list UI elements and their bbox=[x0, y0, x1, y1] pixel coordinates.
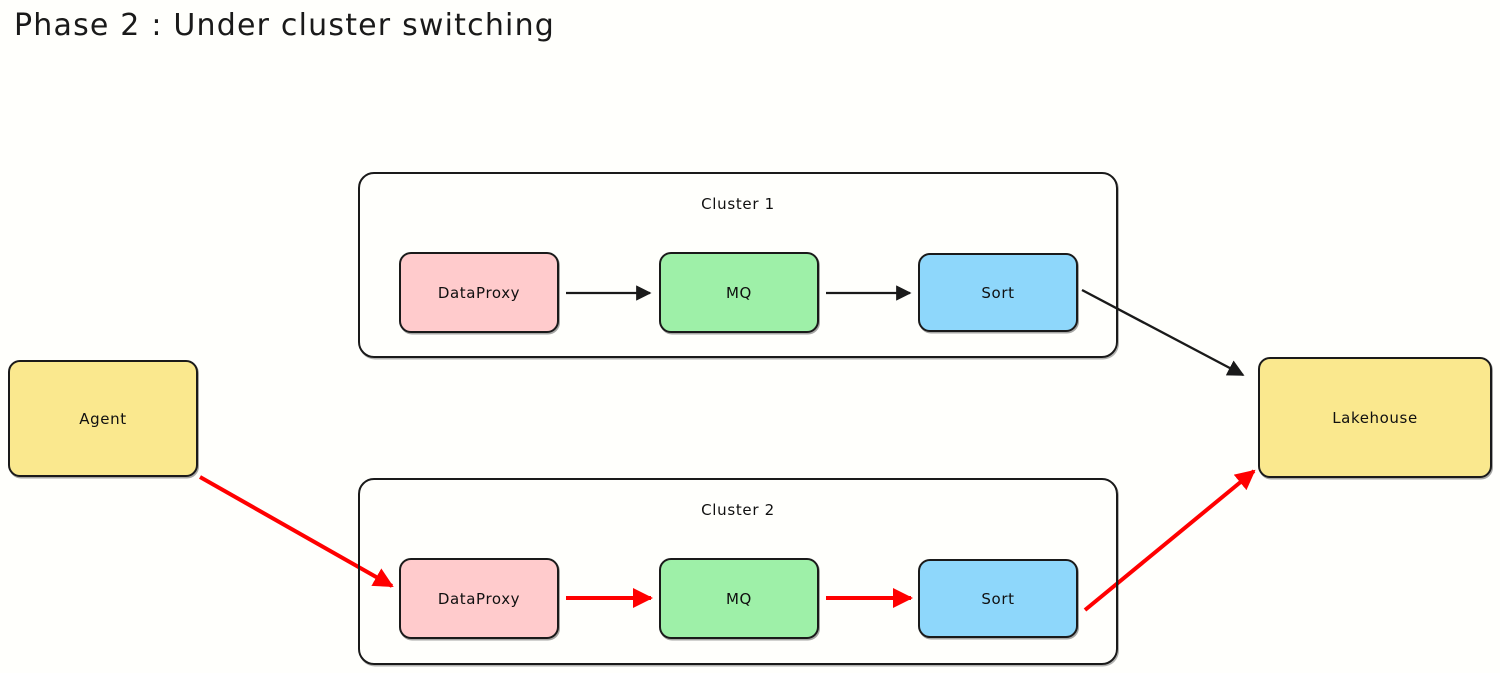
node-agent-label: Agent bbox=[79, 409, 127, 428]
cluster-container-1[interactable] bbox=[358, 172, 1118, 358]
edge-c2-sort-to-lakehouse bbox=[1083, 469, 1256, 612]
node-cluster2-dataproxy-label: DataProxy bbox=[437, 589, 521, 608]
node-cluster1-mq-label: MQ bbox=[726, 283, 752, 302]
node-cluster1-sort-label: Sort bbox=[981, 283, 1015, 302]
node-cluster2-sort-label: Sort bbox=[981, 589, 1015, 608]
node-cluster2-sort[interactable]: Sort bbox=[918, 559, 1078, 638]
node-lakehouse-label: Lakehouse bbox=[1332, 408, 1418, 427]
node-cluster1-sort[interactable]: Sort bbox=[918, 253, 1078, 332]
node-cluster1-mq[interactable]: MQ bbox=[659, 252, 819, 333]
edge-agent-to-c2-dataproxy bbox=[199, 475, 394, 588]
node-cluster2-mq[interactable]: MQ bbox=[659, 558, 819, 639]
node-cluster2-mq-label: MQ bbox=[726, 589, 752, 608]
edge-c1-sort-to-lakehouse bbox=[1081, 288, 1245, 377]
node-lakehouse[interactable]: Lakehouse bbox=[1258, 357, 1492, 478]
node-agent[interactable]: Agent bbox=[8, 360, 198, 477]
node-cluster1-dataproxy-label: DataProxy bbox=[437, 283, 521, 302]
cluster-label-2: Cluster 2 bbox=[701, 501, 775, 519]
page-title: Phase 2 : Under cluster switching bbox=[14, 8, 556, 43]
cluster-container-2[interactable] bbox=[358, 478, 1118, 665]
node-cluster1-dataproxy[interactable]: DataProxy bbox=[399, 252, 559, 333]
cluster-label-1: Cluster 1 bbox=[701, 195, 775, 213]
node-cluster2-dataproxy[interactable]: DataProxy bbox=[399, 558, 559, 639]
